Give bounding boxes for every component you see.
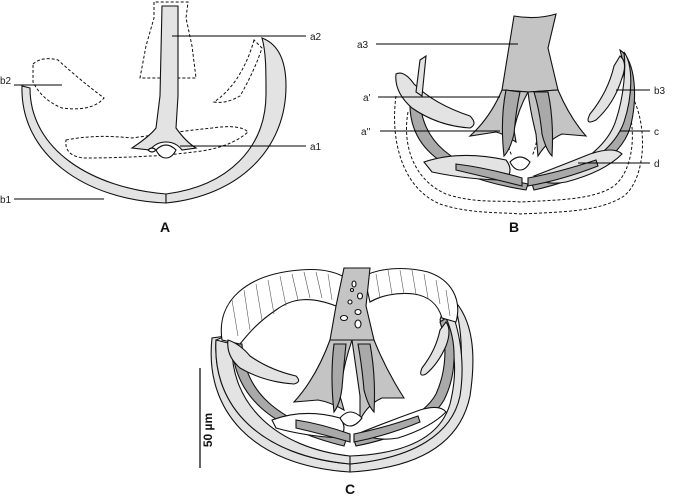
panel-a-knob — [155, 144, 177, 159]
panel-b-dashed-outer-2 — [406, 107, 633, 203]
panel-c-right-hook — [420, 321, 450, 376]
panel-b-left-hook — [395, 72, 475, 129]
panel-b-fork-right — [533, 91, 554, 158]
panel-b-knob — [509, 156, 531, 171]
panel-c-fork-left — [331, 343, 347, 414]
label-a-prime: a' — [363, 93, 371, 104]
panel-label-b: B — [509, 219, 519, 235]
label-a2: a2 — [310, 32, 322, 43]
panel-b-right-hook — [587, 55, 626, 123]
panel-label-c: C — [345, 481, 355, 497]
panel-b-center-bar-right — [527, 159, 599, 187]
label-a3: a3 — [357, 40, 369, 51]
panel-b-a3-plate — [501, 13, 559, 93]
panel-c-knob — [339, 411, 363, 427]
panel-c-left-arch-hatching — [231, 271, 333, 337]
panel-b-center-bar-left — [455, 163, 523, 187]
panel-a-shaft — [130, 5, 198, 151]
panel-a-knob-detail — [147, 147, 157, 153]
scale-bar-label: 50 µm — [201, 413, 215, 447]
label-b3: b3 — [654, 86, 666, 97]
panel-label-a: A — [160, 219, 170, 235]
panel-a-dashed-left-wing — [32, 58, 105, 110]
panel-c-pores — [339, 280, 364, 329]
label-a-dprime: a'' — [361, 127, 370, 138]
panel-a-dashed-plate — [65, 126, 249, 159]
label-a1: a1 — [310, 142, 322, 153]
panel-b-fork-left — [501, 89, 521, 158]
panel-b-drawing — [394, 13, 643, 215]
label-c: c — [654, 127, 659, 138]
panel-b-dashed-outer — [394, 95, 643, 215]
panel-c-left-hook — [227, 339, 300, 385]
panel-c-right-arch-hatching — [375, 269, 451, 317]
panel-c-fork-right — [357, 343, 376, 414]
panel-c-right-arch — [363, 268, 459, 323]
panel-b-left-spike — [415, 54, 427, 97]
panel-a-dashed-shaft — [139, 1, 197, 79]
label-b2: b2 — [0, 76, 12, 87]
panel-c-center-bar-left — [295, 419, 351, 443]
panel-a-drawing — [21, 1, 287, 204]
panel-c-drawing — [210, 267, 474, 473]
label-d: d — [654, 159, 660, 170]
panel-c-center-bar-right — [353, 415, 421, 443]
panel-a-right-bow — [165, 37, 287, 204]
label-b1: b1 — [0, 195, 12, 206]
panel-a-dashed-right-wing — [212, 39, 263, 103]
panel-c-left-arch — [220, 268, 347, 345]
